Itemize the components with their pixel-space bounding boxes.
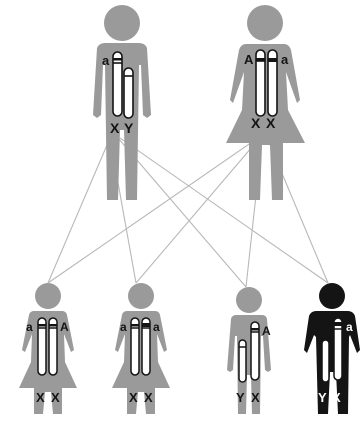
child-3-head bbox=[236, 287, 262, 313]
child-3-figure: A Y X bbox=[227, 287, 271, 414]
child-2-allele-label-2: a bbox=[153, 320, 160, 334]
child-1-figure: a A X X bbox=[19, 283, 77, 414]
child-4-y-chromosome bbox=[322, 340, 329, 382]
child-2-head bbox=[128, 283, 154, 309]
child-3-allele-label: A bbox=[262, 324, 271, 338]
child-1-allele-mark-2 bbox=[49, 324, 57, 327]
child-2-allele-mark-1 bbox=[131, 324, 139, 327]
mother-allele-label-2: a bbox=[281, 52, 289, 67]
child-3-x-chromosome bbox=[251, 322, 259, 380]
mother-sex-chromosome-1: X bbox=[251, 115, 261, 131]
child-1-sex-chromosome-2: X bbox=[51, 390, 60, 405]
child-4-allele-mark bbox=[334, 322, 342, 326]
mother-figure: A a X X bbox=[226, 5, 305, 200]
father-allele-mark bbox=[113, 58, 122, 61]
mother-allele-mark-dominant bbox=[256, 58, 265, 61]
mother-allele-label-1: A bbox=[244, 52, 254, 67]
child-4-sex-chromosome-1: Y bbox=[318, 390, 327, 405]
child-3-sex-chromosome-2: X bbox=[251, 390, 260, 405]
father-allele-label: a bbox=[102, 53, 110, 68]
child-2-sex-chromosome-2: X bbox=[144, 390, 153, 405]
inheritance-lines bbox=[48, 138, 328, 287]
child-3-allele-mark bbox=[251, 328, 259, 331]
child-2-chromosome-1 bbox=[131, 318, 139, 375]
mother-sex-chromosome-2: X bbox=[266, 115, 276, 131]
father-sex-chromosome-1: X bbox=[110, 120, 120, 136]
father-sex-chromosome-2: Y bbox=[124, 120, 134, 136]
child-4-x-chromosome bbox=[334, 318, 342, 380]
child-2-figure: a a X X bbox=[112, 283, 170, 414]
child-2-allele-label-1: a bbox=[120, 320, 127, 334]
father-autosome bbox=[113, 52, 122, 116]
child-2-allele-mark-2 bbox=[142, 323, 150, 327]
child-3-sex-chromosome-1: Y bbox=[236, 390, 245, 405]
child-1-head bbox=[35, 283, 61, 309]
child-1-sex-chromosome-1: X bbox=[36, 390, 45, 405]
child-1-chromosome-1 bbox=[38, 318, 46, 375]
child-2-sex-chromosome-1: X bbox=[129, 390, 138, 405]
mother-head bbox=[247, 5, 283, 41]
mother-allele-mark-recessive bbox=[268, 58, 277, 62]
child-4-head bbox=[319, 283, 345, 309]
child-4-allele-label: a bbox=[346, 320, 353, 334]
child-1-allele-label-1: a bbox=[26, 320, 33, 334]
child-1-allele-label-2: A bbox=[60, 320, 69, 334]
father-figure: a X Y bbox=[93, 5, 151, 200]
child-1-chromosome-2 bbox=[49, 318, 57, 375]
child-4-figure: a Y X bbox=[304, 283, 360, 414]
child-1-allele-mark-1 bbox=[38, 324, 46, 327]
father-head bbox=[104, 5, 140, 41]
child-4-sex-chromosome-2: X bbox=[332, 390, 341, 405]
